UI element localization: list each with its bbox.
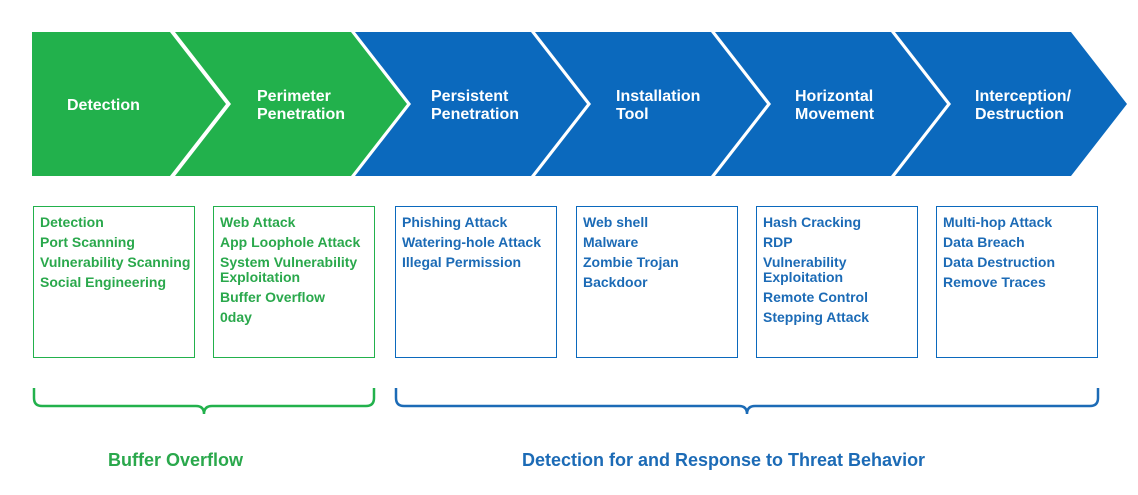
list-item: 0day bbox=[220, 309, 252, 325]
list-item: Remote Control bbox=[763, 289, 868, 305]
list-item: RDP bbox=[763, 234, 793, 250]
list-item: Malware bbox=[583, 234, 639, 250]
list-item: Remove Traces bbox=[943, 274, 1046, 290]
chevron-interception-destruction bbox=[895, 32, 1127, 176]
list-item: Web shell bbox=[583, 214, 649, 230]
list-item: Backdoor bbox=[583, 274, 648, 290]
chevron-row bbox=[32, 32, 1127, 176]
stage-box-interception-destruction: Multi-hop Attack Data Breach Data Destru… bbox=[936, 206, 1098, 358]
chevron-perimeter-penetration bbox=[175, 32, 407, 176]
list-item: Illegal Permission bbox=[402, 254, 522, 270]
list-item: Vulnerability Exploitation bbox=[763, 254, 847, 285]
list-item: Watering-hole Attack bbox=[402, 234, 541, 250]
list-item: Zombie Trojan bbox=[583, 254, 679, 270]
stage-box-horizontal-movement: Hash Cracking RDP Vulnerability Exploita… bbox=[756, 206, 918, 358]
stage-box-installation-tool: Web shell Malware Zombie Trojan Backdoor bbox=[576, 206, 738, 358]
stage-label-persistent-penetration: Persistent Penetration bbox=[431, 88, 520, 123]
bracket-buffer-overflow bbox=[32, 388, 376, 415]
list-item: Phishing Attack bbox=[402, 214, 508, 230]
list-item: Hash Cracking bbox=[763, 214, 862, 230]
chevron-detection bbox=[32, 32, 226, 176]
list-item: Web Attack bbox=[220, 214, 296, 230]
bracket-threat-behavior bbox=[394, 388, 1100, 415]
list-item: Data Destruction bbox=[943, 254, 1056, 270]
group-label-threat-behavior: Detection for and Response to Threat Beh… bbox=[522, 450, 926, 470]
chevron-horizontal-movement bbox=[715, 32, 947, 176]
stage-box-detection: Detection Port Scanning Vulnerability Sc… bbox=[33, 206, 195, 358]
stage-label-perimeter-penetration: Perimeter Penetration bbox=[257, 88, 346, 123]
list-item: Multi-hop Attack bbox=[943, 214, 1053, 230]
list-item: Social Engineering bbox=[40, 274, 167, 290]
list-item: Buffer Overflow bbox=[220, 289, 326, 305]
chevron-installation-tool bbox=[535, 32, 767, 176]
stage-box-persistent-penetration: Phishing Attack Watering-hole Attack Ill… bbox=[395, 206, 557, 358]
list-item: Port Scanning bbox=[40, 234, 135, 250]
group-brackets bbox=[32, 388, 1100, 415]
list-item: Data Breach bbox=[943, 234, 1025, 250]
group-label-buffer-overflow: Buffer Overflow bbox=[108, 450, 244, 470]
chevron-persistent-penetration bbox=[355, 32, 587, 176]
stage-label-horizontal-movement: Horizontal Movement bbox=[795, 88, 875, 123]
list-item: Detection bbox=[40, 214, 104, 230]
stage-label-detection: Detection bbox=[67, 97, 140, 114]
stage-label-interception-destruction: Interception/ Destruction bbox=[975, 88, 1072, 123]
stage-box-perimeter-penetration: Web Attack App Loophole Attack System Vu… bbox=[213, 206, 375, 358]
list-item: App Loophole Attack bbox=[220, 234, 361, 250]
stage-label-installation-tool: Installation Tool bbox=[616, 88, 701, 123]
list-item: Vulnerability Scanning bbox=[40, 254, 191, 270]
list-item: Stepping Attack bbox=[763, 309, 870, 325]
list-item: System Vulnerability Exploitation bbox=[220, 254, 358, 285]
